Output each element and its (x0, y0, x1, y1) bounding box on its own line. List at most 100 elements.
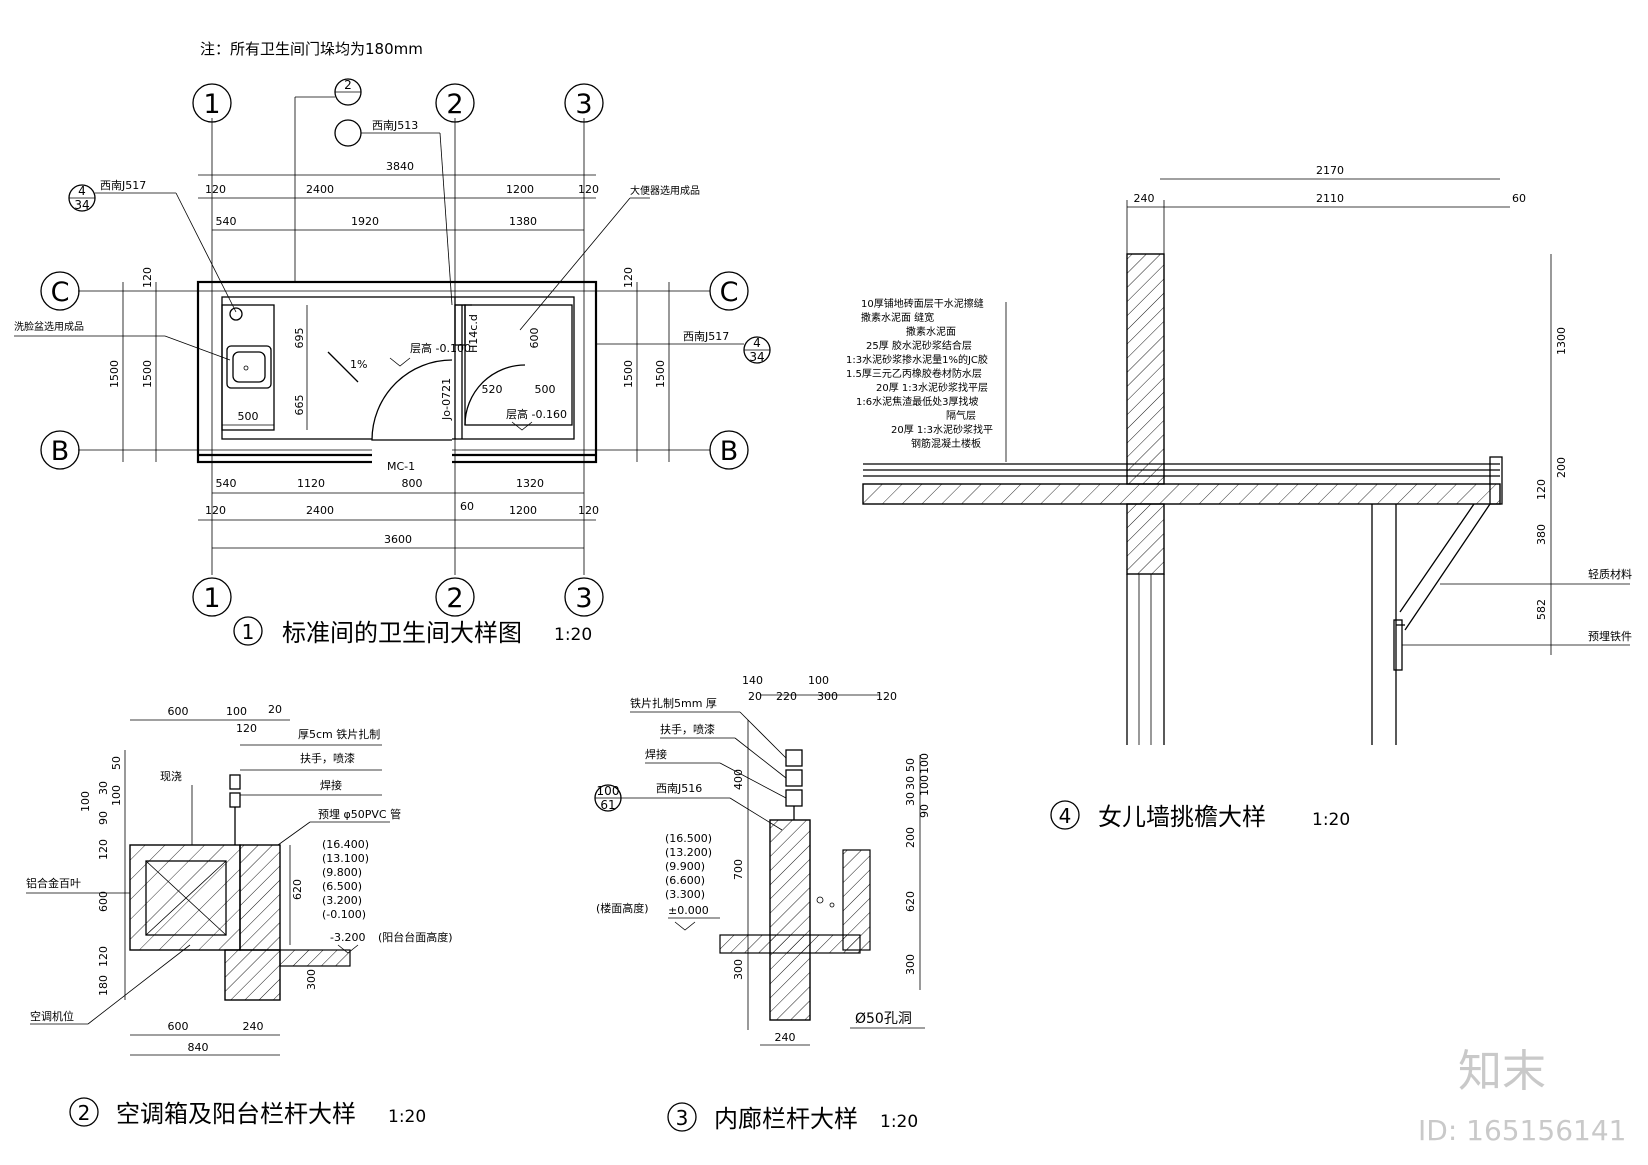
svg-text:240: 240 (775, 1031, 796, 1044)
axis-bubble-B-right: B (709, 430, 749, 470)
svg-text:90: 90 (918, 804, 931, 818)
callout-4-34-left: 4 34 西南J517 (68, 179, 237, 313)
svg-text:1%: 1% (350, 358, 367, 371)
svg-text:120: 120 (1535, 479, 1548, 500)
svg-text:1300: 1300 (1555, 327, 1568, 355)
svg-text:30: 30 (97, 781, 110, 795)
svg-text:MC-1: MC-1 (387, 460, 415, 473)
watermark-logo: 知末 (1458, 1046, 1546, 1097)
svg-text:695: 695 (293, 328, 306, 349)
svg-text:3600: 3600 (384, 533, 412, 546)
svg-text:1380: 1380 (509, 215, 537, 228)
svg-text:25厚 胶水泥砂浆结合层: 25厚 胶水泥砂浆结合层 (866, 339, 972, 352)
svg-text:西南J516: 西南J516 (656, 782, 702, 795)
svg-text:(-0.100): (-0.100) (322, 908, 366, 921)
svg-text:1: 1 (203, 583, 220, 614)
svg-text:20厚 1:3水泥砂浆找平层: 20厚 1:3水泥砂浆找平层 (876, 381, 988, 394)
svg-text:Jo-0721: Jo-0721 (440, 378, 453, 421)
callout-j513: 西南J513 (334, 119, 453, 306)
svg-text:撒素水泥面: 撒素水泥面 (906, 325, 956, 338)
svg-text:空调箱及阳台栏杆大样: 空调箱及阳台栏杆大样 (116, 1100, 356, 1128)
svg-text:1:20: 1:20 (554, 625, 592, 645)
svg-text:2400: 2400 (306, 183, 334, 196)
svg-text:34: 34 (74, 198, 89, 212)
svg-text:120: 120 (205, 504, 226, 517)
svg-text:铝合金百叶: 铝合金百叶 (26, 876, 81, 890)
svg-text:100: 100 (808, 674, 829, 687)
svg-text:(阳台台面高度): (阳台台面高度) (378, 930, 453, 944)
svg-text:1:6水泥焦渣最低处3厚找坡: 1:6水泥焦渣最低处3厚找坡 (856, 395, 978, 408)
svg-text:1.5厚三元乙丙橡胶卷材防水层: 1.5厚三元乙丙橡胶卷材防水层 (846, 367, 982, 380)
svg-text:1500: 1500 (654, 360, 667, 388)
svg-text:2: 2 (446, 89, 463, 120)
svg-text:100: 100 (79, 791, 92, 812)
corridor-railing-detail: 140 100 20 220 300 120 400 700 300 50 30… (594, 674, 931, 1133)
svg-text:4: 4 (78, 184, 86, 198)
svg-text:20厚 1:3水泥砂浆找平: 20厚 1:3水泥砂浆找平 (891, 423, 993, 436)
svg-text:C: C (51, 277, 70, 308)
svg-text:120: 120 (578, 504, 599, 517)
svg-text:1920: 1920 (351, 215, 379, 228)
svg-text:100: 100 (597, 784, 620, 798)
svg-text:(6.500): (6.500) (322, 880, 362, 893)
svg-text:100: 100 (918, 775, 931, 796)
svg-text:B: B (720, 436, 739, 467)
svg-text:120: 120 (622, 267, 635, 288)
svg-text:西南J513: 西南J513 (372, 119, 418, 132)
watermark: 知末 ID: 165156141 (1418, 1046, 1626, 1147)
callout-2-top: 2 (294, 78, 362, 282)
svg-text:1:20: 1:20 (1312, 810, 1350, 830)
svg-text:620: 620 (291, 879, 304, 900)
svg-text:300: 300 (732, 959, 745, 980)
svg-text:2400: 2400 (306, 504, 334, 517)
svg-text:2110: 2110 (1316, 192, 1344, 205)
svg-text:西南J517: 西南J517 (683, 330, 729, 343)
svg-text:厚5cm 铁片扎制: 厚5cm 铁片扎制 (298, 727, 380, 741)
title-2: 2 空调箱及阳台栏杆大样 1:20 (69, 1097, 426, 1128)
svg-text:1500: 1500 (108, 360, 121, 388)
svg-text:(9.800): (9.800) (322, 866, 362, 879)
svg-text:540: 540 (216, 215, 237, 228)
axis-bubble-3-bot: 3 (564, 577, 604, 617)
svg-text:1120: 1120 (297, 477, 325, 490)
svg-text:400: 400 (732, 769, 745, 790)
svg-text:内廊栏杆大样: 内廊栏杆大样 (714, 1105, 858, 1133)
axis-bubble-3-top: 3 (564, 83, 604, 123)
svg-text:61: 61 (600, 798, 615, 812)
svg-text:扶手，喷漆: 扶手，喷漆 (300, 751, 355, 765)
svg-text:30: 30 (904, 792, 917, 806)
svg-text:(16.500): (16.500) (665, 832, 712, 845)
svg-text:120: 120 (97, 839, 110, 860)
svg-text:焊接: 焊接 (645, 747, 667, 761)
svg-text:C: C (720, 277, 739, 308)
svg-text:标准间的卫生间大样图: 标准间的卫生间大样图 (282, 619, 522, 647)
svg-text:1200: 1200 (509, 504, 537, 517)
svg-text:Ø50孔洞: Ø50孔洞 (855, 1011, 912, 1027)
svg-text:300: 300 (305, 969, 318, 990)
svg-text:20: 20 (748, 690, 762, 703)
svg-text:大便器选用成品: 大便器选用成品 (630, 184, 700, 197)
svg-text:(13.100): (13.100) (322, 852, 369, 865)
svg-text:2: 2 (446, 583, 463, 614)
title-4: 4 女儿墙挑檐大样 1:20 (1050, 800, 1350, 831)
svg-text:240: 240 (1134, 192, 1155, 205)
svg-text:空调机位: 空调机位 (30, 1009, 74, 1023)
svg-text:100: 100 (226, 705, 247, 718)
top-note: 注：所有卫生间门垛均为180mm (200, 40, 423, 58)
svg-text:4: 4 (1059, 804, 1072, 828)
svg-text:2: 2 (344, 78, 352, 92)
svg-text:120: 120 (876, 690, 897, 703)
svg-text:100: 100 (110, 785, 123, 806)
svg-text:600: 600 (97, 891, 110, 912)
svg-text:200: 200 (904, 827, 917, 848)
svg-text:预埋 φ50PVC 管: 预埋 φ50PVC 管 (318, 807, 401, 821)
svg-text:540: 540 (216, 477, 237, 490)
svg-text:10厚铺地砖面层干水泥擦缝: 10厚铺地砖面层干水泥擦缝 (861, 297, 984, 310)
svg-text:1: 1 (203, 89, 220, 120)
plan-detail: 1 2 3 1 2 3 C C B B 1% 层高 -0.100 (14, 78, 771, 647)
svg-text:3: 3 (676, 1106, 689, 1130)
svg-text:120: 120 (578, 183, 599, 196)
svg-text:层高 -0.160: 层高 -0.160 (506, 407, 567, 421)
svg-text:(6.600): (6.600) (665, 874, 705, 887)
svg-text:600: 600 (528, 328, 541, 349)
